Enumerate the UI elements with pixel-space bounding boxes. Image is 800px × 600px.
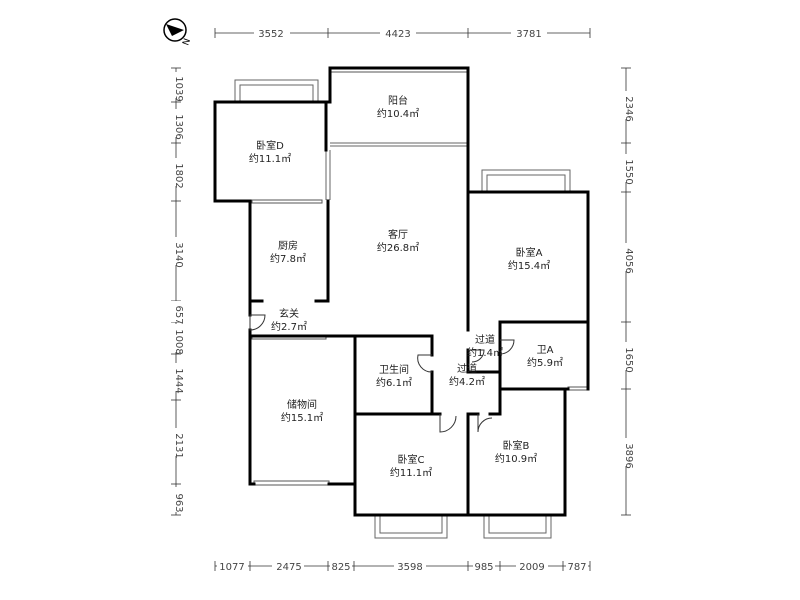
dim-left-4: 3140 — [173, 242, 184, 267]
dim-left-2: 1306 — [173, 114, 184, 139]
dim-right-4: 1650 — [623, 347, 634, 372]
room-area-kitchen: 约7.8㎡ — [270, 252, 306, 265]
dim-left-8: 2131 — [173, 433, 184, 458]
room-area-bedroom-c: 约11.1㎡ — [390, 466, 432, 479]
dim-top-2: 4423 — [385, 29, 410, 40]
room-name-corridor-2: 过道 — [457, 362, 477, 375]
dim-left-6: 1008 — [173, 329, 184, 354]
room-area-balcony: 约10.4㎡ — [377, 107, 419, 120]
walls — [213, 66, 590, 517]
dim-left-5: 657 — [173, 305, 184, 324]
room-name-balcony: 阳台 — [388, 94, 408, 107]
room-name-entry: 玄关 — [279, 307, 299, 320]
room-area-corridor-2: 约4.2㎡ — [449, 375, 485, 388]
room-area-bathroom-a: 约5.9㎡ — [527, 356, 563, 369]
dim-left-3: 1802 — [173, 163, 184, 188]
room-name-living-room: 客厅 — [388, 228, 408, 241]
room-area-corridor-1: 约1.4㎡ — [467, 346, 503, 359]
dim-bottom-3: 825 — [331, 562, 350, 573]
doors — [249, 314, 515, 433]
room-name-wc: 卫生间 — [379, 363, 409, 376]
room-name-bedroom-d: 卧室D — [256, 139, 284, 152]
compass-label: N — [181, 37, 193, 47]
room-labels: 阳台 约10.4㎡ 卧室D 约11.1㎡ 客厅 约26.8㎡ 厨房 约7.8㎡ … — [249, 94, 563, 479]
dim-bottom-5: 985 — [474, 562, 493, 573]
dim-left-9: 963 — [173, 493, 184, 512]
room-name-storage: 储物间 — [287, 398, 317, 411]
dim-right-5: 3896 — [623, 443, 634, 468]
dim-bottom-6: 2009 — [519, 562, 544, 573]
room-area-bedroom-d: 约11.1㎡ — [249, 152, 291, 165]
dim-top-3: 3781 — [516, 29, 541, 40]
dim-bottom-4: 3598 — [397, 562, 422, 573]
room-area-bedroom-b: 约10.9㎡ — [495, 452, 537, 465]
room-area-wc: 约6.1㎡ — [376, 376, 412, 389]
room-name-corridor-1: 过道 — [475, 333, 495, 346]
compass-icon: N — [163, 18, 193, 47]
dim-bottom-1: 1077 — [219, 562, 244, 573]
room-area-bedroom-a: 约15.4㎡ — [508, 259, 550, 272]
room-area-living-room: 约26.8㎡ — [377, 241, 419, 254]
room-area-storage: 约15.1㎡ — [281, 411, 323, 424]
dim-right-2: 1550 — [623, 159, 634, 184]
room-name-bathroom-a: 卫A — [537, 345, 554, 356]
room-area-entry: 约2.7㎡ — [271, 320, 307, 333]
dim-right-1: 2346 — [623, 96, 634, 121]
dim-bottom-2: 2475 — [276, 562, 301, 573]
room-name-bedroom-a: 卧室A — [516, 246, 543, 259]
dim-bottom-7: 787 — [567, 562, 586, 573]
dim-left-7: 1444 — [173, 368, 184, 393]
dim-left-1: 1039 — [173, 76, 184, 101]
dim-top-1: 3552 — [258, 29, 283, 40]
dim-right-3: 4056 — [623, 248, 634, 273]
room-name-bedroom-b: 卧室B — [503, 439, 530, 452]
room-name-kitchen: 厨房 — [278, 239, 298, 252]
room-name-bedroom-c: 卧室C — [398, 453, 425, 466]
